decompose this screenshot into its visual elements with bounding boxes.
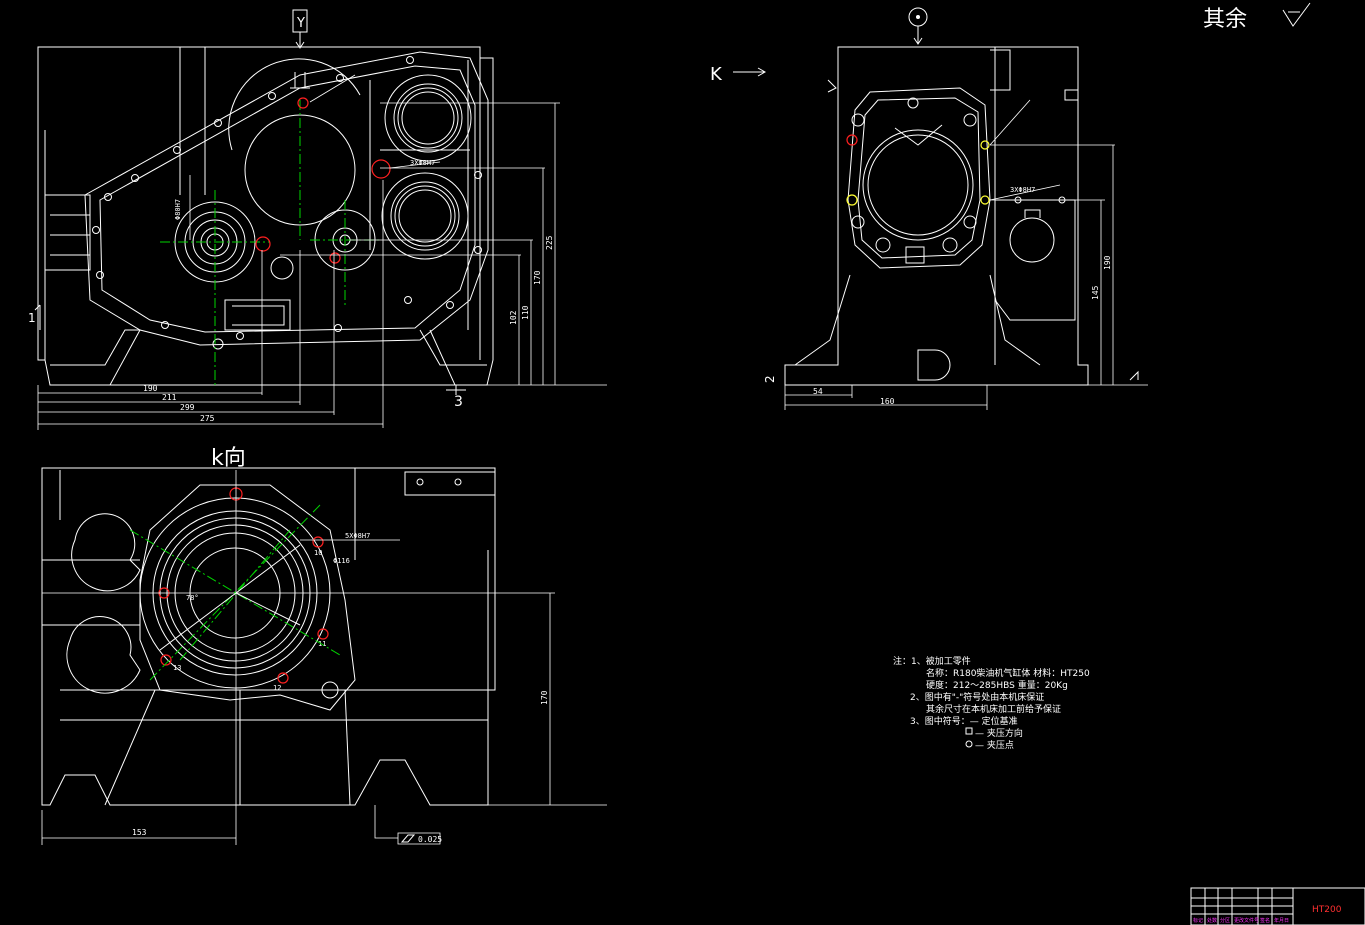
dim-k-153: 153 [132, 828, 147, 837]
section-2-label: 2 [763, 375, 777, 383]
dim-side-54: 54 [813, 387, 823, 396]
note-line-3: 硬度：212～285HBS 重量：20Kg [926, 679, 1068, 691]
view-k-title: k向 [211, 446, 246, 471]
dim-side-holes: 3XΦ8H7 [1010, 186, 1035, 194]
note-line-1: 注：1、被加工零件 [893, 655, 971, 667]
technical-notes: 注：1、被加工零件 名称：R180柴油机气缸体 材料：HT250 硬度：212～… [893, 655, 1090, 751]
view-k-arrow-label: K [710, 64, 723, 85]
dim-front-bore: Φ80H7 [174, 199, 182, 220]
side-view: 54 160 145 190 3XΦ8H7 K 2 [710, 7, 1148, 410]
dim-side-190: 190 [1103, 255, 1112, 270]
flatness-value: 0.025 [418, 835, 442, 844]
section-3-label: 3 [454, 394, 463, 410]
flatness-icon [400, 834, 416, 843]
note-line-8: — 夹压点 [975, 739, 1014, 751]
title-cell-2: 处数 [1207, 917, 1217, 924]
roughness-symbol-icon [1282, 2, 1311, 27]
dim-front-299: 299 [180, 403, 195, 412]
dim-k-170: 170 [540, 690, 549, 705]
dim-front-211: 211 [162, 393, 177, 402]
view-y-label: Y [296, 16, 305, 31]
roughness-rest-label: 其余 [1203, 7, 1247, 32]
dim-front-190: 190 [143, 384, 158, 393]
roughness-note: 其余 [1203, 2, 1311, 32]
dim-side-145: 145 [1091, 285, 1100, 300]
front-view: 190 211 299 275 102 110 170 225 Φ80H7 3X… [28, 9, 607, 430]
hole-label-10: 10 [314, 549, 322, 557]
title-cell-5: 签名 [1260, 917, 1270, 924]
dim-front-holes: 3XΦ8H7 [410, 159, 435, 167]
title-cell-4: 更改文件号 [1234, 917, 1259, 924]
hole-label-13: 13 [173, 664, 181, 672]
title-block: HT200 标记 处数 分区 更改文件号 签名 年月日 [1190, 887, 1365, 925]
dim-front-275: 275 [200, 414, 215, 423]
dim-k-angle: 78° [186, 594, 199, 602]
note-line-7: — 夹压方向 [975, 727, 1023, 739]
dim-front-225: 225 [545, 235, 554, 250]
dim-front-102: 102 [509, 310, 518, 325]
dim-k-holes: 5XΦ8H7 [345, 532, 370, 540]
hole-label-12: 12 [273, 684, 281, 692]
dim-side-160: 160 [880, 397, 895, 406]
dim-front-110: 110 [521, 305, 530, 320]
note-line-5: 其余尺寸在本机床加工前给予保证 [926, 703, 1061, 715]
datum-symbol-icon [965, 727, 973, 735]
clamp-point-icon [965, 740, 973, 748]
title-cell-3: 分区 [1220, 917, 1230, 924]
section-1-label: 1 [28, 311, 36, 325]
dim-front-170: 170 [533, 270, 542, 285]
title-cell-1: 标记 [1193, 917, 1203, 924]
title-cell-6: 年月日 [1274, 917, 1289, 924]
k-view: k向 10 11 12 13 [41, 446, 607, 845]
note-line-6: 3、图中符号：— 定位基准 [910, 715, 1018, 727]
note-line-2: 名称：R180柴油机气缸体 材料：HT250 [926, 667, 1090, 679]
note-line-4: 2、图中有"-"符号处由本机床保证 [910, 691, 1044, 703]
title-material: HT200 [1312, 905, 1342, 915]
dim-k-bore: Φ116 [333, 557, 350, 565]
